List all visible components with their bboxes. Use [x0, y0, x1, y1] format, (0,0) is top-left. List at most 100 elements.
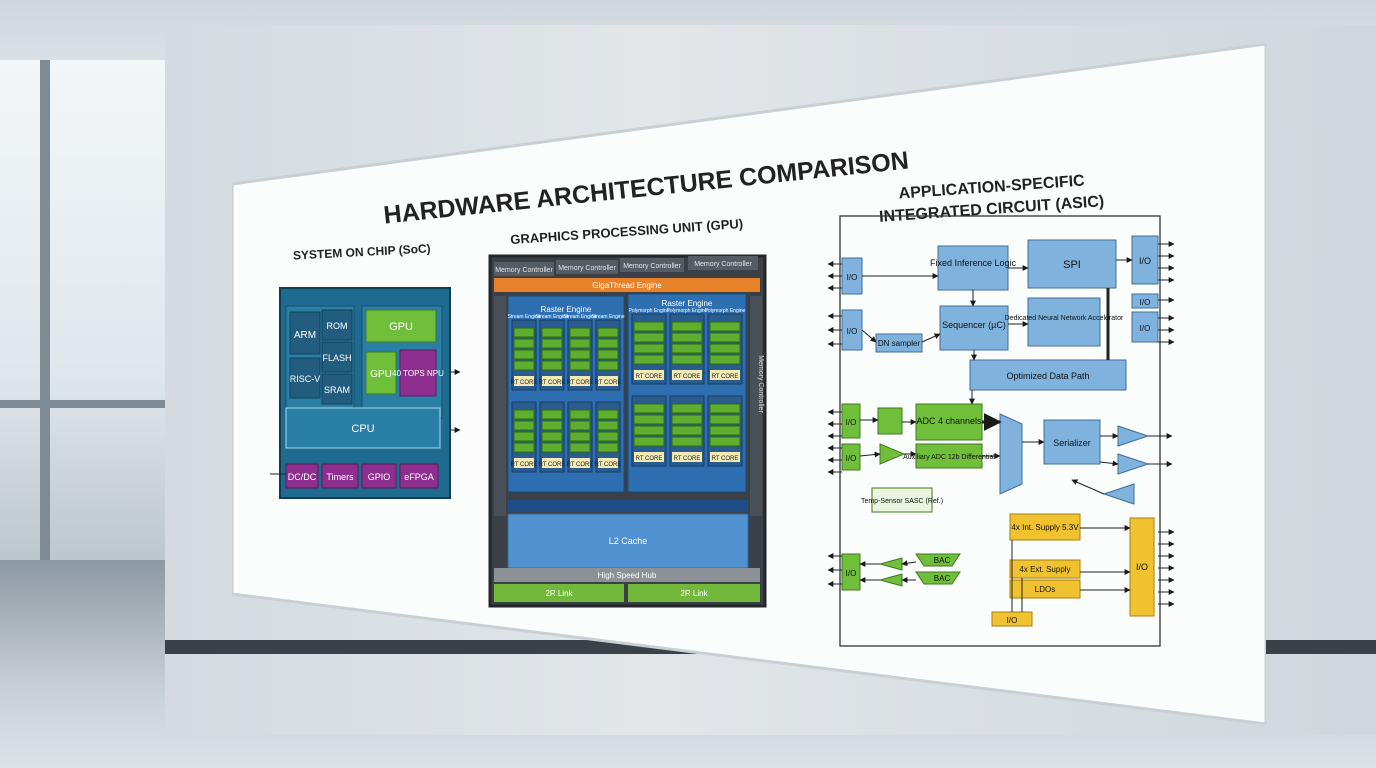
core-tag-label: RT CORE	[567, 380, 594, 386]
cuda-core-row	[671, 321, 703, 332]
cuda-core-row	[633, 332, 665, 343]
cuda-core-row	[633, 425, 665, 436]
core-tag-label: RT CORE	[674, 374, 701, 380]
diagram-canvas: HARDWARE ARCHITECTURE COMPARISON SYSTEM …	[232, 44, 1266, 724]
asic-dedicated-label: Dedicated Neural Network Accelerator	[1005, 315, 1124, 322]
core-tag-label: RT CORE	[674, 456, 701, 462]
cuda-core-row	[569, 327, 591, 338]
asic-bac-label-2: BAC	[934, 574, 951, 583]
cuda-core-row	[633, 403, 665, 414]
cuda-core-row	[597, 431, 619, 442]
core-tag	[570, 376, 590, 386]
sm-label: Stream Engine	[507, 314, 540, 320]
soc-cpu-label: CPU	[351, 423, 374, 435]
cuda-core-row	[633, 414, 665, 425]
cuda-core-row	[633, 343, 665, 354]
asic-io-label-9: I/O	[1136, 562, 1148, 572]
gpu-l2-label: L2 Cache	[609, 536, 648, 546]
cuda-core-row	[709, 332, 741, 343]
cuda-core-row	[569, 442, 591, 453]
asic-io-label-6: I/O	[846, 418, 857, 427]
core-tag-label: RT CORE	[636, 456, 663, 462]
asic-ldos-label: LDOs	[1035, 585, 1055, 594]
core-tag-label: RT CORE	[511, 462, 538, 468]
sm-label: Polymorph Engine	[705, 308, 746, 314]
core-tag	[598, 458, 618, 468]
asic-supply-ext-label: 4x Ext. Supply	[1019, 565, 1070, 574]
cuda-core-row	[709, 436, 741, 447]
asic-io-block-8	[841, 553, 861, 591]
soc-npu-label: 40 TOPS NPU	[392, 369, 444, 378]
cuda-core-row	[597, 442, 619, 453]
core-tag	[634, 370, 664, 380]
cuda-core-row	[671, 332, 703, 343]
soc-gpu-small-label: GPU	[370, 369, 392, 380]
gpu-side-right-label: Memory Controller	[757, 355, 764, 413]
asic-io-label-7: I/O	[846, 454, 857, 463]
cuda-core-row	[597, 349, 619, 360]
asic-dn-sampler-label: DN sampler	[878, 339, 921, 348]
core-tag-label: RT CORE	[539, 462, 566, 468]
gpu-raster-right: Raster Engine	[662, 299, 713, 308]
cuda-core-row	[513, 349, 535, 360]
cuda-core-row	[541, 420, 563, 431]
cuda-core-row	[513, 327, 535, 338]
asic-io-block-4	[1131, 293, 1159, 309]
core-tag	[710, 370, 740, 380]
cuda-core-row	[569, 349, 591, 360]
asic-io-label-4: I/O	[1140, 298, 1151, 307]
cuda-core-row	[633, 354, 665, 365]
gpu-mem-ctrl-label-1: Memory Controller	[495, 267, 553, 274]
asic-edge-arrows	[827, 241, 1175, 607]
cuda-core-row	[633, 436, 665, 447]
cuda-core-row	[597, 420, 619, 431]
core-tag	[598, 376, 618, 386]
asic-io-label-2: I/O	[847, 327, 858, 336]
cuda-core-row	[597, 409, 619, 420]
asic-optimized-block	[969, 359, 1127, 391]
sm-label: Polymorph Engine	[629, 308, 670, 314]
core-tag-label: RT CORE	[595, 462, 622, 468]
cuda-core-row	[569, 420, 591, 431]
asic-supply-ext-block	[1009, 559, 1081, 579]
window	[0, 60, 171, 580]
cuda-core-row	[671, 343, 703, 354]
soc-timers-label: Timers	[326, 472, 354, 482]
gpu-mem-ctrl-label-4: Memory Controller	[694, 261, 752, 268]
cuda-core-row	[541, 327, 563, 338]
cuda-core-row	[513, 442, 535, 453]
asic-io-label-1: I/O	[847, 273, 858, 282]
asic-wires	[859, 257, 1173, 612]
cuda-core-row	[541, 409, 563, 420]
gpu-link-label-2: 2R Link	[680, 589, 708, 598]
gpu-hub	[494, 568, 760, 582]
asic-io-label-8: I/O	[846, 569, 857, 578]
core-tag	[672, 452, 702, 462]
soc-dcdc-label: DC/DC	[288, 472, 317, 482]
soc-dcdc-block	[285, 463, 319, 489]
cuda-core-row	[709, 425, 741, 436]
cuda-core-row	[709, 354, 741, 365]
gpu-link-1	[494, 584, 624, 602]
sm-label: Stream Engine	[535, 314, 568, 320]
soc-gpu-label: GPU	[389, 321, 413, 333]
gpu-l2-cache	[507, 513, 749, 569]
gpu-link-label-1: 2R Link	[545, 589, 573, 598]
soc-riscv-label: RISC-V	[290, 374, 321, 384]
core-tag-label: RT CORE	[636, 374, 663, 380]
cuda-core-row	[569, 338, 591, 349]
soc-rom-label: ROM	[327, 321, 348, 331]
cuda-core-row	[633, 321, 665, 332]
soc-sram-label: SRAM	[324, 385, 350, 395]
gpu-sm-grid-left	[511, 319, 621, 473]
cuda-core-row	[541, 338, 563, 349]
gpu-section: GRAPHICS PROCESSING UNIT (GPU) Memory Co…	[488, 216, 767, 608]
asic-optimized-label: Optimized Data Path	[1006, 371, 1089, 381]
soc-flash-block	[321, 341, 353, 373]
sm-label: Stream Engine	[563, 314, 596, 320]
asic-spi-label: SPI	[1063, 259, 1081, 271]
asic-receiver	[1102, 483, 1135, 505]
cuda-core-row	[671, 425, 703, 436]
cuda-core-row	[671, 414, 703, 425]
asic-fixed-label: Fixed Inference Logic	[930, 258, 1017, 268]
